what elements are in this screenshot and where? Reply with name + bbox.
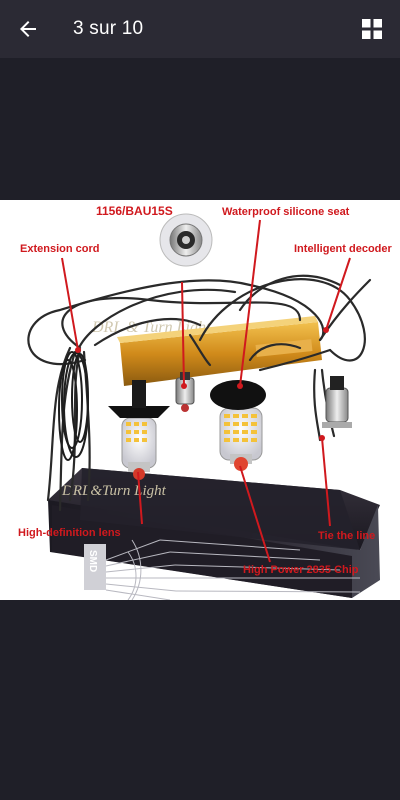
box-front-panel: [52, 505, 352, 598]
callout-lines: [61, 219, 351, 563]
grid-icon: [362, 19, 382, 39]
box-front-text: DRL&Turn Light: [61, 483, 167, 499]
decoder-body: [120, 322, 322, 386]
led-bulb-centre: [210, 380, 266, 471]
label-chip: High Power 2835 Chip: [243, 564, 359, 576]
smd-chip-block: [84, 544, 106, 590]
smd-label: SMD: [87, 550, 98, 572]
arrow-left-icon: [20, 21, 36, 37]
back-button[interactable]: [8, 9, 48, 49]
smd-lens-diagram: [105, 539, 361, 600]
label-seat: Waterproof silicone seat: [222, 206, 350, 218]
top-app-bar: 3 sur 10: [0, 0, 400, 58]
decoder-label: [255, 339, 313, 357]
callout-dots: [75, 327, 329, 441]
label-lens: High-definition lens: [18, 527, 121, 539]
led-bulb-left: [108, 380, 170, 480]
bulb-socket-base: [175, 372, 195, 412]
product-photo-drawing: DRL & Turn Light DRL&Turn Light: [18, 204, 393, 600]
label-decoder: Intelligent decoder: [294, 243, 393, 255]
socket-inset-photo: [159, 213, 213, 267]
label-socket: 1156/BAU15S: [96, 204, 173, 218]
decoder-top: [117, 316, 318, 343]
gallery-grid-button[interactable]: [352, 9, 392, 49]
box-lid: [80, 468, 360, 550]
extension-cord-coil: [58, 351, 89, 461]
label-extension: Extension cord: [20, 243, 99, 255]
label-tie: Tie the line: [318, 530, 375, 542]
bulb-base-right: [322, 376, 352, 428]
product-photo[interactable]: DRL & Turn Light DRL&Turn Light: [0, 200, 400, 600]
image-counter: 3 sur 10: [73, 18, 144, 39]
